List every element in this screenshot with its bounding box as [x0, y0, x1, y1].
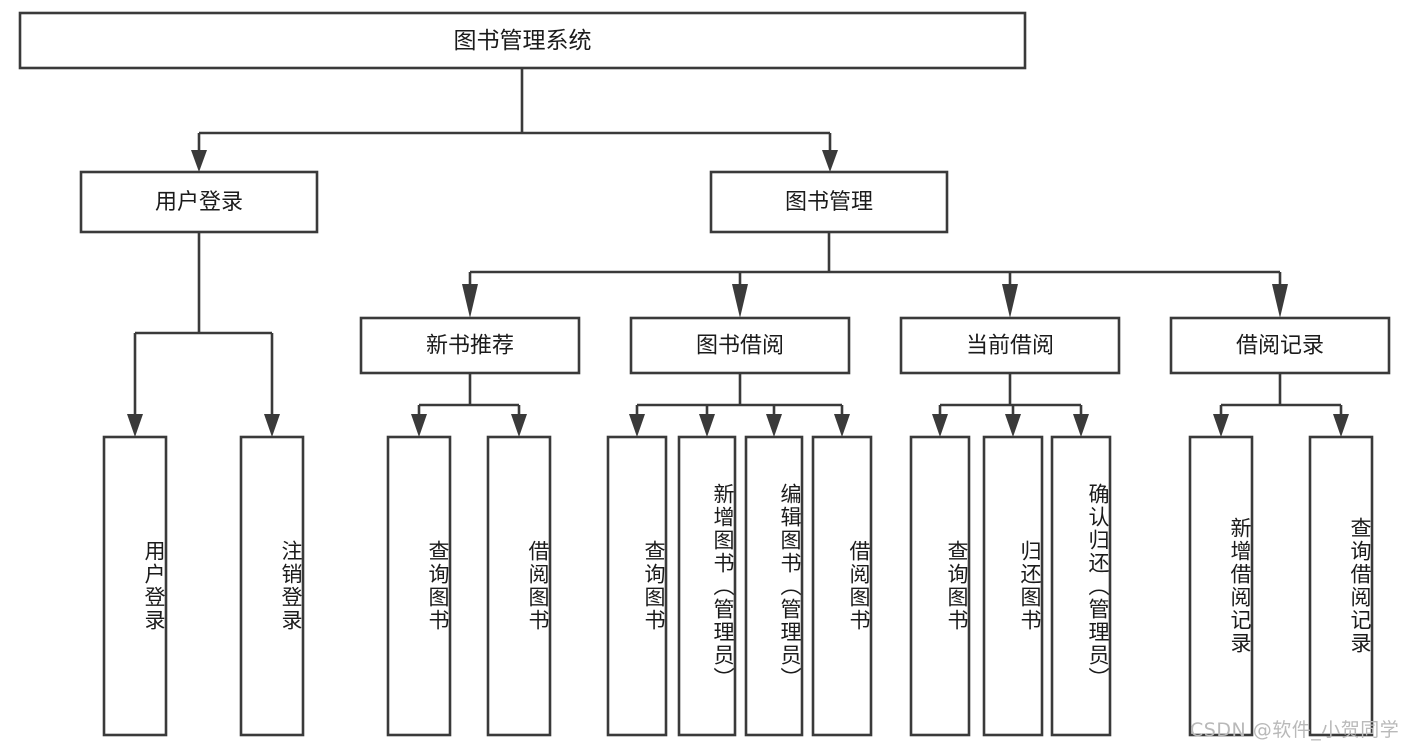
- arrow-to-leaf-edit-book-admin: [766, 414, 782, 437]
- node-label-book-management: 图书管理: [785, 190, 873, 215]
- arrow-to-leaf-query-book-current: [932, 414, 948, 437]
- node-box-leaf-logout[interactable]: [239, 435, 305, 737]
- node-box-leaf-query-book-current[interactable]: [909, 435, 971, 737]
- arrow-to-leaf-user-login: [127, 414, 143, 437]
- connector-book-management-bus: [468, 232, 1282, 288]
- csdn-watermark: CSDN @软件_小贺同学: [1190, 719, 1400, 741]
- connector-user-login-bus: [133, 232, 274, 418]
- node-box-leaf-query-book-recommend[interactable]: [386, 435, 452, 737]
- node-box-layer: [18, 11, 1391, 737]
- connector-borrow-records-bus: [1219, 373, 1343, 418]
- connector-new-book-recommend-bus: [417, 373, 521, 418]
- node-label-new-book-recommend: 新书推荐: [426, 334, 514, 359]
- arrow-to-new-book-recommend: [462, 284, 478, 318]
- arrow-to-borrow-records: [1272, 284, 1288, 318]
- node-label-borrow-records: 借阅记录: [1236, 334, 1324, 359]
- arrow-to-leaf-return-book: [1005, 414, 1021, 437]
- node-box-user-login[interactable]: [79, 170, 319, 234]
- arrow-to-current-borrow: [1002, 284, 1018, 318]
- arrow-to-leaf-query-book-recommend: [411, 414, 427, 437]
- arrow-to-book-borrow: [732, 284, 748, 318]
- arrow-to-book-management: [822, 150, 838, 172]
- arrow-to-leaf-borrow-book-recommend: [511, 414, 527, 437]
- node-box-book-borrow[interactable]: [629, 316, 851, 375]
- node-box-new-book-recommend[interactable]: [359, 316, 581, 375]
- connector-book-borrow-bus: [635, 373, 844, 418]
- node-box-leaf-query-book-borrow[interactable]: [606, 435, 668, 737]
- connector-layer: [127, 68, 1349, 437]
- arrow-to-leaf-borrow-book: [834, 414, 850, 437]
- node-label-root: 图书管理系统: [454, 28, 592, 54]
- arrow-to-user-login: [191, 150, 207, 172]
- node-box-current-borrow[interactable]: [899, 316, 1121, 375]
- node-box-leaf-edit-book-admin[interactable]: [744, 435, 804, 737]
- node-box-borrow-records[interactable]: [1169, 316, 1391, 375]
- connector-root-bus: [197, 68, 832, 154]
- node-box-leaf-confirm-return-admin[interactable]: [1050, 435, 1112, 737]
- node-box-leaf-add-book-admin[interactable]: [677, 435, 737, 737]
- node-box-root[interactable]: [18, 11, 1027, 70]
- arrow-to-leaf-logout: [264, 414, 280, 437]
- node-box-leaf-borrow-book[interactable]: [811, 435, 873, 737]
- node-label-current-borrow: 当前借阅: [966, 334, 1054, 359]
- node-label-user-login: 用户登录: [155, 190, 243, 215]
- arrow-to-leaf-confirm-return-admin: [1073, 414, 1089, 437]
- arrow-to-leaf-query-borrow-record: [1333, 414, 1349, 437]
- connector-current-borrow-bus: [938, 373, 1083, 418]
- node-label-book-borrow: 图书借阅: [696, 334, 784, 359]
- node-box-book-management[interactable]: [709, 170, 949, 234]
- arrow-to-leaf-add-borrow-record: [1213, 414, 1229, 437]
- arrow-to-leaf-add-book-admin: [699, 414, 715, 437]
- arrow-to-leaf-query-book-borrow: [629, 414, 645, 437]
- node-box-leaf-user-login[interactable]: [102, 435, 168, 737]
- node-box-leaf-return-book[interactable]: [982, 435, 1044, 737]
- node-box-leaf-add-borrow-record[interactable]: [1188, 435, 1254, 737]
- node-box-leaf-borrow-book-recommend[interactable]: [486, 435, 552, 737]
- node-box-leaf-query-borrow-record[interactable]: [1308, 435, 1374, 737]
